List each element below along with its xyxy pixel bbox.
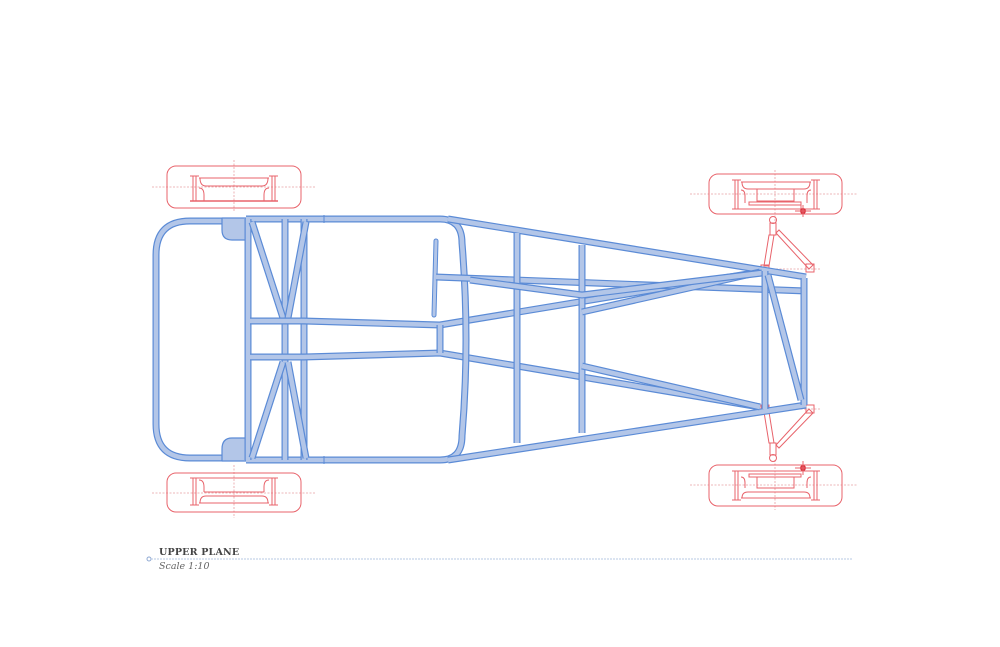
chassis-frame (152, 215, 808, 464)
drawing-caption: UPPER PLANE Scale 1:10 (159, 547, 239, 573)
caption-rule (146, 556, 852, 562)
wheel-front-bottom (690, 460, 858, 510)
front-suspension-top (755, 216, 820, 274)
wheel-front-top (690, 170, 858, 222)
wheel-rear-top (152, 160, 316, 212)
drawing-scale: Scale 1:10 (159, 561, 210, 572)
drawing-title: UPPER PLANE (159, 547, 240, 558)
wheel-rear-bottom (152, 465, 316, 518)
